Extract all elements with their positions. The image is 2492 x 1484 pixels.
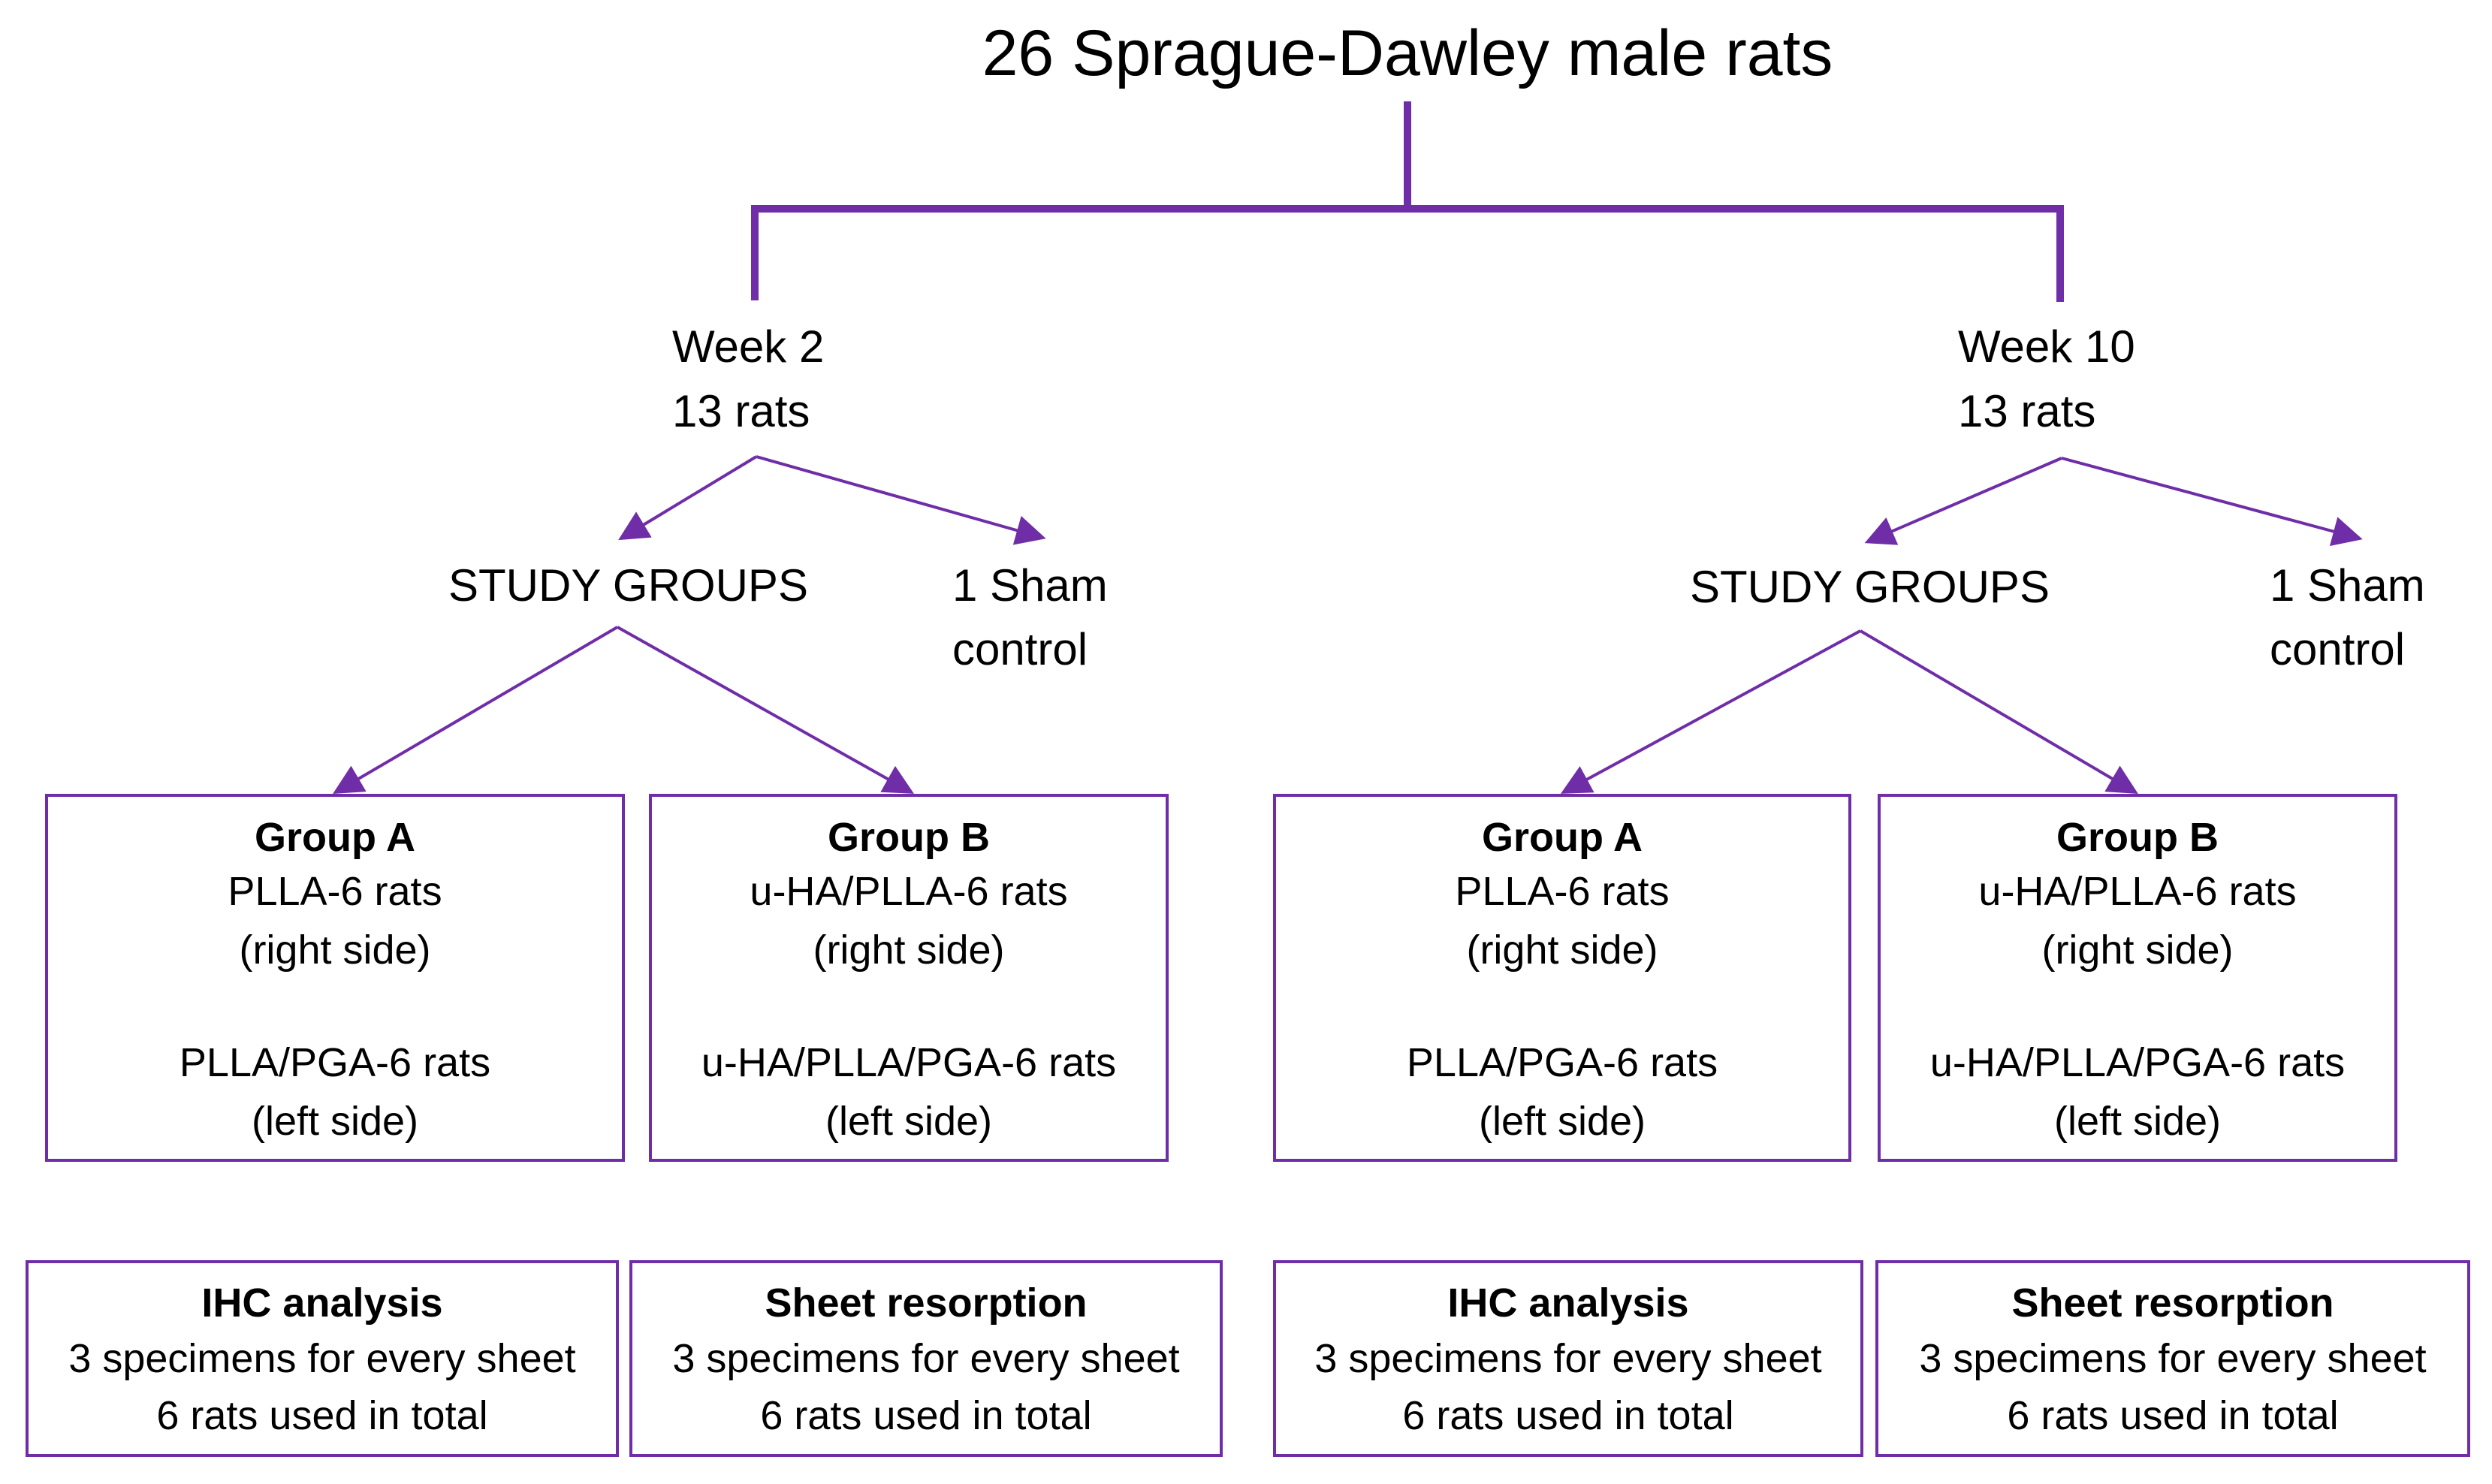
week2-study-groups: STUDY GROUPS	[448, 560, 808, 611]
arrow-to-sham-w2	[756, 455, 1046, 545]
diagram-title: 26 Sprague-Dawley male rats	[982, 17, 1833, 89]
week2-sham-line1: 1 Sham	[952, 560, 1108, 611]
week10-period: Week 10	[1958, 321, 2135, 372]
week2-group-b-title: Group B	[828, 815, 990, 860]
week10-resorption-box	[1875, 1260, 2470, 1457]
week2-group-a-box	[45, 794, 625, 1162]
week10-sham-line2: control	[2270, 624, 2406, 674]
week10-group-a-box	[1273, 794, 1851, 1162]
week2-period: Week 2	[672, 321, 825, 372]
week2-arrows	[333, 455, 1046, 795]
week10-group-a-title: Group A	[1482, 815, 1643, 860]
week2-group-a-title: Group A	[255, 815, 415, 860]
week2-group-a-line3: PLLA/PGA-6 rats	[179, 1040, 491, 1085]
arrow-to-group-a-w10	[1560, 629, 1861, 794]
arrow-to-study-groups-w2	[618, 455, 758, 541]
week10-resorption-line2: 6 rats used in total	[2007, 1393, 2339, 1438]
week2-resorption-title: Sheet resorption	[765, 1280, 1088, 1326]
week2-sham-line2: control	[952, 624, 1088, 674]
week10-sham-line1: 1 Sham	[2270, 560, 2425, 611]
week10-group-b-line4: (left side)	[2053, 1099, 2222, 1144]
week2-resorption-box	[629, 1260, 1223, 1457]
week10-ihc-line2: 6 rats used in total	[1402, 1393, 1734, 1438]
week2-ihc-line1: 3 specimens for every sheet	[68, 1336, 576, 1381]
week10-group-b-line2: (right side)	[2041, 928, 2234, 973]
week10-ihc-line1: 3 specimens for every sheet	[1314, 1336, 1822, 1381]
week2-ihc-line2: 6 rats used in total	[156, 1393, 488, 1438]
week2-ihc-box	[26, 1260, 619, 1457]
week2-group-b-line1: u-HA/PLLA-6 rats	[750, 869, 1068, 914]
week10-ihc-title: IHC analysis	[1447, 1280, 1689, 1326]
week2-resorption-line1: 3 specimens for every sheet	[672, 1336, 1180, 1381]
week10-ihc-box	[1273, 1260, 1863, 1457]
week10-arrows	[1560, 457, 2363, 795]
week2-count: 13 rats	[672, 386, 810, 436]
week10-group-b-box	[1878, 794, 2397, 1162]
arrow-to-sham-w10	[2061, 457, 2363, 546]
week10-count: 13 rats	[1958, 386, 2096, 436]
title-bracket	[751, 101, 2064, 302]
week2-ihc-title: IHC analysis	[201, 1280, 443, 1326]
week10-study-groups: STUDY GROUPS	[1690, 562, 2050, 612]
week2-group-a-line1: PLLA-6 rats	[228, 869, 442, 914]
week2-group-a-line4: (left side)	[251, 1099, 419, 1144]
week10-resorption-title: Sheet resorption	[2011, 1280, 2334, 1326]
week2-group-b-line3: u-HA/PLLA/PGA-6 rats	[701, 1040, 1117, 1085]
arrow-to-study-groups-w10	[1864, 457, 2062, 545]
week10-group-b-line1: u-HA/PLLA-6 rats	[1978, 869, 2297, 914]
week10-group-a-line3: PLLA/PGA-6 rats	[1406, 1040, 1718, 1085]
week2-group-b-box	[649, 794, 1169, 1162]
arrow-to-group-a-w2	[333, 626, 619, 795]
week2-group-b-line4: (left side)	[825, 1099, 993, 1144]
week2-group-a-line2: (right side)	[239, 928, 431, 973]
week10-resorption-line1: 3 specimens for every sheet	[1919, 1336, 2427, 1381]
arrow-to-group-b-w10	[1859, 629, 2138, 795]
week10-group-a-line4: (left side)	[1478, 1099, 1646, 1144]
week2-resorption-line2: 6 rats used in total	[760, 1393, 1092, 1438]
week10-group-a-line2: (right side)	[1466, 928, 1658, 973]
week10-group-b-title: Group B	[2056, 815, 2219, 860]
week2-group-b-line2: (right side)	[813, 928, 1005, 973]
week10-group-b-line3: u-HA/PLLA/PGA-6 rats	[1929, 1040, 2346, 1085]
week10-group-a-line1: PLLA-6 rats	[1455, 869, 1670, 914]
arrow-to-group-b-w2	[617, 626, 914, 794]
